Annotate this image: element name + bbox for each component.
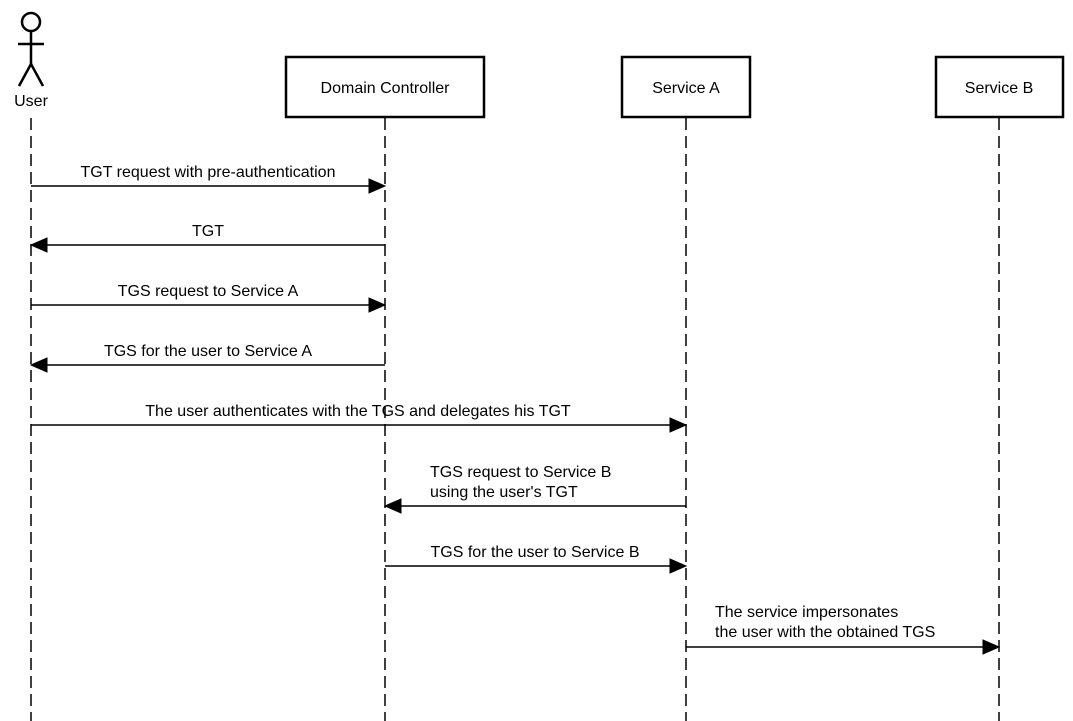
message-3-label: TGS request to Service A [118, 283, 299, 300]
message-3: TGS request to Service A [31, 283, 387, 313]
arrow-right-icon [982, 639, 1001, 655]
message-2-label: TGT [192, 223, 224, 240]
participant-service-b: Service B [934, 55, 1065, 119]
message-6-label-line-1: TGS request to Service B [430, 464, 611, 481]
message-1: TGT request with pre-authentication [31, 164, 387, 194]
message-5-label: The user authenticates with the TGS and … [145, 403, 571, 420]
participant-service-a-label: Service A [652, 80, 720, 97]
arrow-left-icon [29, 237, 48, 253]
actor-user: User [14, 11, 49, 110]
participant-service-b-label: Service B [965, 80, 1033, 97]
message-6-label-line-2: using the user's TGT [430, 484, 578, 501]
user-icon [17, 11, 45, 87]
message-4-label: TGS for the user to Service A [104, 343, 312, 360]
participant-domain-controller: Domain Controller [284, 55, 486, 119]
message-8: The service impersonates the user with t… [686, 604, 1001, 655]
message-1-label: TGT request with pre-authentication [81, 164, 336, 181]
message-7-label: TGS for the user to Service B [431, 544, 640, 561]
arrow-left-icon [29, 357, 48, 373]
message-8-label-line-1: The service impersonates [715, 604, 898, 621]
actor-user-label: User [14, 93, 48, 110]
message-5: The user authenticates with the TGS and … [31, 403, 688, 433]
message-7: TGS for the user to Service B [385, 544, 688, 574]
arrow-right-icon [669, 417, 688, 433]
participant-domain-controller-label: Domain Controller [321, 80, 451, 97]
message-4: TGS for the user to Service A [29, 343, 385, 373]
participant-service-a: Service A [620, 55, 752, 119]
arrow-left-icon [383, 498, 402, 514]
message-6: TGS request to Service B using the user'… [383, 464, 686, 514]
arrow-right-icon [669, 558, 688, 574]
message-2: TGT [29, 223, 385, 253]
arrow-right-icon [368, 178, 387, 194]
arrow-right-icon [368, 297, 387, 313]
message-8-label-line-2: the user with the obtained TGS [715, 624, 935, 641]
